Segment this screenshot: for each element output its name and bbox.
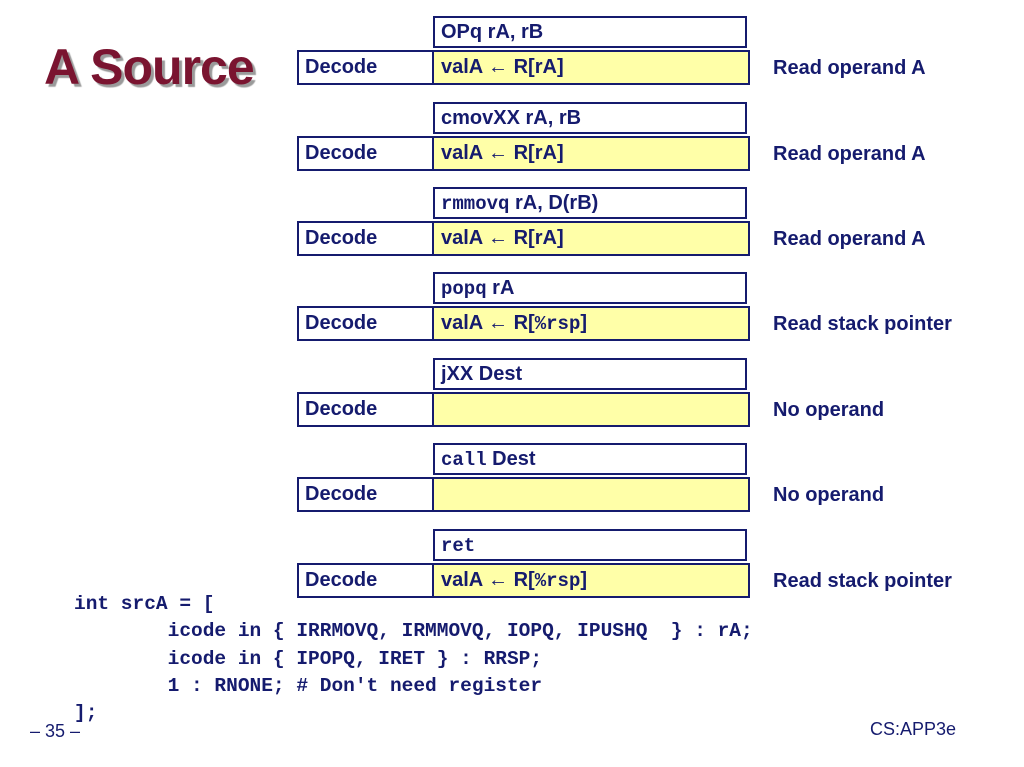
code-token: ret <box>441 535 476 557</box>
text-token: Dest <box>486 448 536 470</box>
code-line: icode in { IRRMOVQ, IRMMOVQ, IOPQ, IPUSH… <box>74 620 753 643</box>
code-line: int srcA = [ <box>74 593 215 615</box>
instruction-box: popq rA <box>433 272 747 304</box>
stage-action-box <box>432 392 750 427</box>
stage-label: Decode <box>297 477 434 512</box>
stage-description: Read stack pointer <box>773 570 952 592</box>
instruction-box: ret <box>433 529 747 561</box>
page-number: – 35 – <box>30 721 81 741</box>
stage-description: Read operand A <box>773 57 926 79</box>
stage-description: Read operand A <box>773 143 926 165</box>
text-token: ] <box>580 312 588 334</box>
decode-stage-group: OPq rA, rB valA ← R[rA] Decode Read operand… <box>0 16 1024 88</box>
text-token: ] <box>580 569 588 591</box>
code-token: %rsp <box>534 570 581 592</box>
hcl-code-block: int srcA = [ icode in { IRRMOVQ, IRMMOVQ… <box>74 591 753 727</box>
stage-action-box <box>432 477 750 512</box>
stage-label: Decode <box>297 136 434 171</box>
stage-label: Decode <box>297 563 434 598</box>
stage-description: No operand <box>773 399 885 421</box>
text-token: valA ← R[rA] <box>441 227 564 249</box>
text-token: valA ← R[rA] <box>441 56 564 78</box>
stage-label: Decode <box>297 50 434 85</box>
code-token: rmmovq <box>441 193 510 215</box>
instruction-box: rmmovq rA, D(rB) <box>433 187 747 219</box>
stage-action-box: valA ← R[%rsp] <box>432 306 750 341</box>
stage-label: Decode <box>297 392 434 427</box>
text-token: OPq rA, rB <box>441 21 544 43</box>
code-line: 1 : RNONE; # Don't need register <box>74 674 543 697</box>
instruction-box: cmovXX rA, rB <box>433 102 747 134</box>
text-token: jXX Dest <box>441 363 523 385</box>
stage-action-box: valA ← R[rA] <box>432 221 750 256</box>
stage-description: Read stack pointer <box>773 313 952 335</box>
code-line: icode in { IPOPQ, IRET } : RRSP; <box>74 647 543 670</box>
slide-title: A Source <box>44 39 255 95</box>
text-token: cmovXX rA, rB <box>441 107 582 129</box>
text-token: rA <box>486 277 515 299</box>
stage-description: No operand <box>773 484 885 506</box>
stage-action-box: valA ← R[%rsp] <box>432 563 750 598</box>
instruction-box: call Dest <box>433 443 747 475</box>
stage-action-box: valA ← R[rA] <box>432 50 750 85</box>
stage-label: Decode <box>297 221 434 256</box>
code-token: call <box>441 449 487 471</box>
course-label: CS:APP3e <box>870 719 957 739</box>
text-token: valA ← R[rA] <box>441 142 564 164</box>
code-token: popq <box>441 278 487 300</box>
text-token: rA, D(rB) <box>509 192 599 214</box>
code-token: %rsp <box>534 313 581 335</box>
text-token: valA ← R[ <box>441 569 535 591</box>
decode-stage-group: cmovXX rA, rB valA ← R[rA] Decode Read oper… <box>0 102 1024 174</box>
stage-label: Decode <box>297 306 434 341</box>
instruction-box: jXX Dest <box>433 358 747 390</box>
decode-stage-group: rmmovq rA, D(rB) valA ← R[rA] Decode Read o… <box>0 187 1024 259</box>
stage-description: Read operand A <box>773 228 926 250</box>
instruction-box: OPq rA, rB <box>433 16 747 48</box>
stage-action-box: valA ← R[rA] <box>432 136 750 171</box>
text-token: valA ← R[ <box>441 312 535 334</box>
code-line: ]; <box>74 702 98 725</box>
